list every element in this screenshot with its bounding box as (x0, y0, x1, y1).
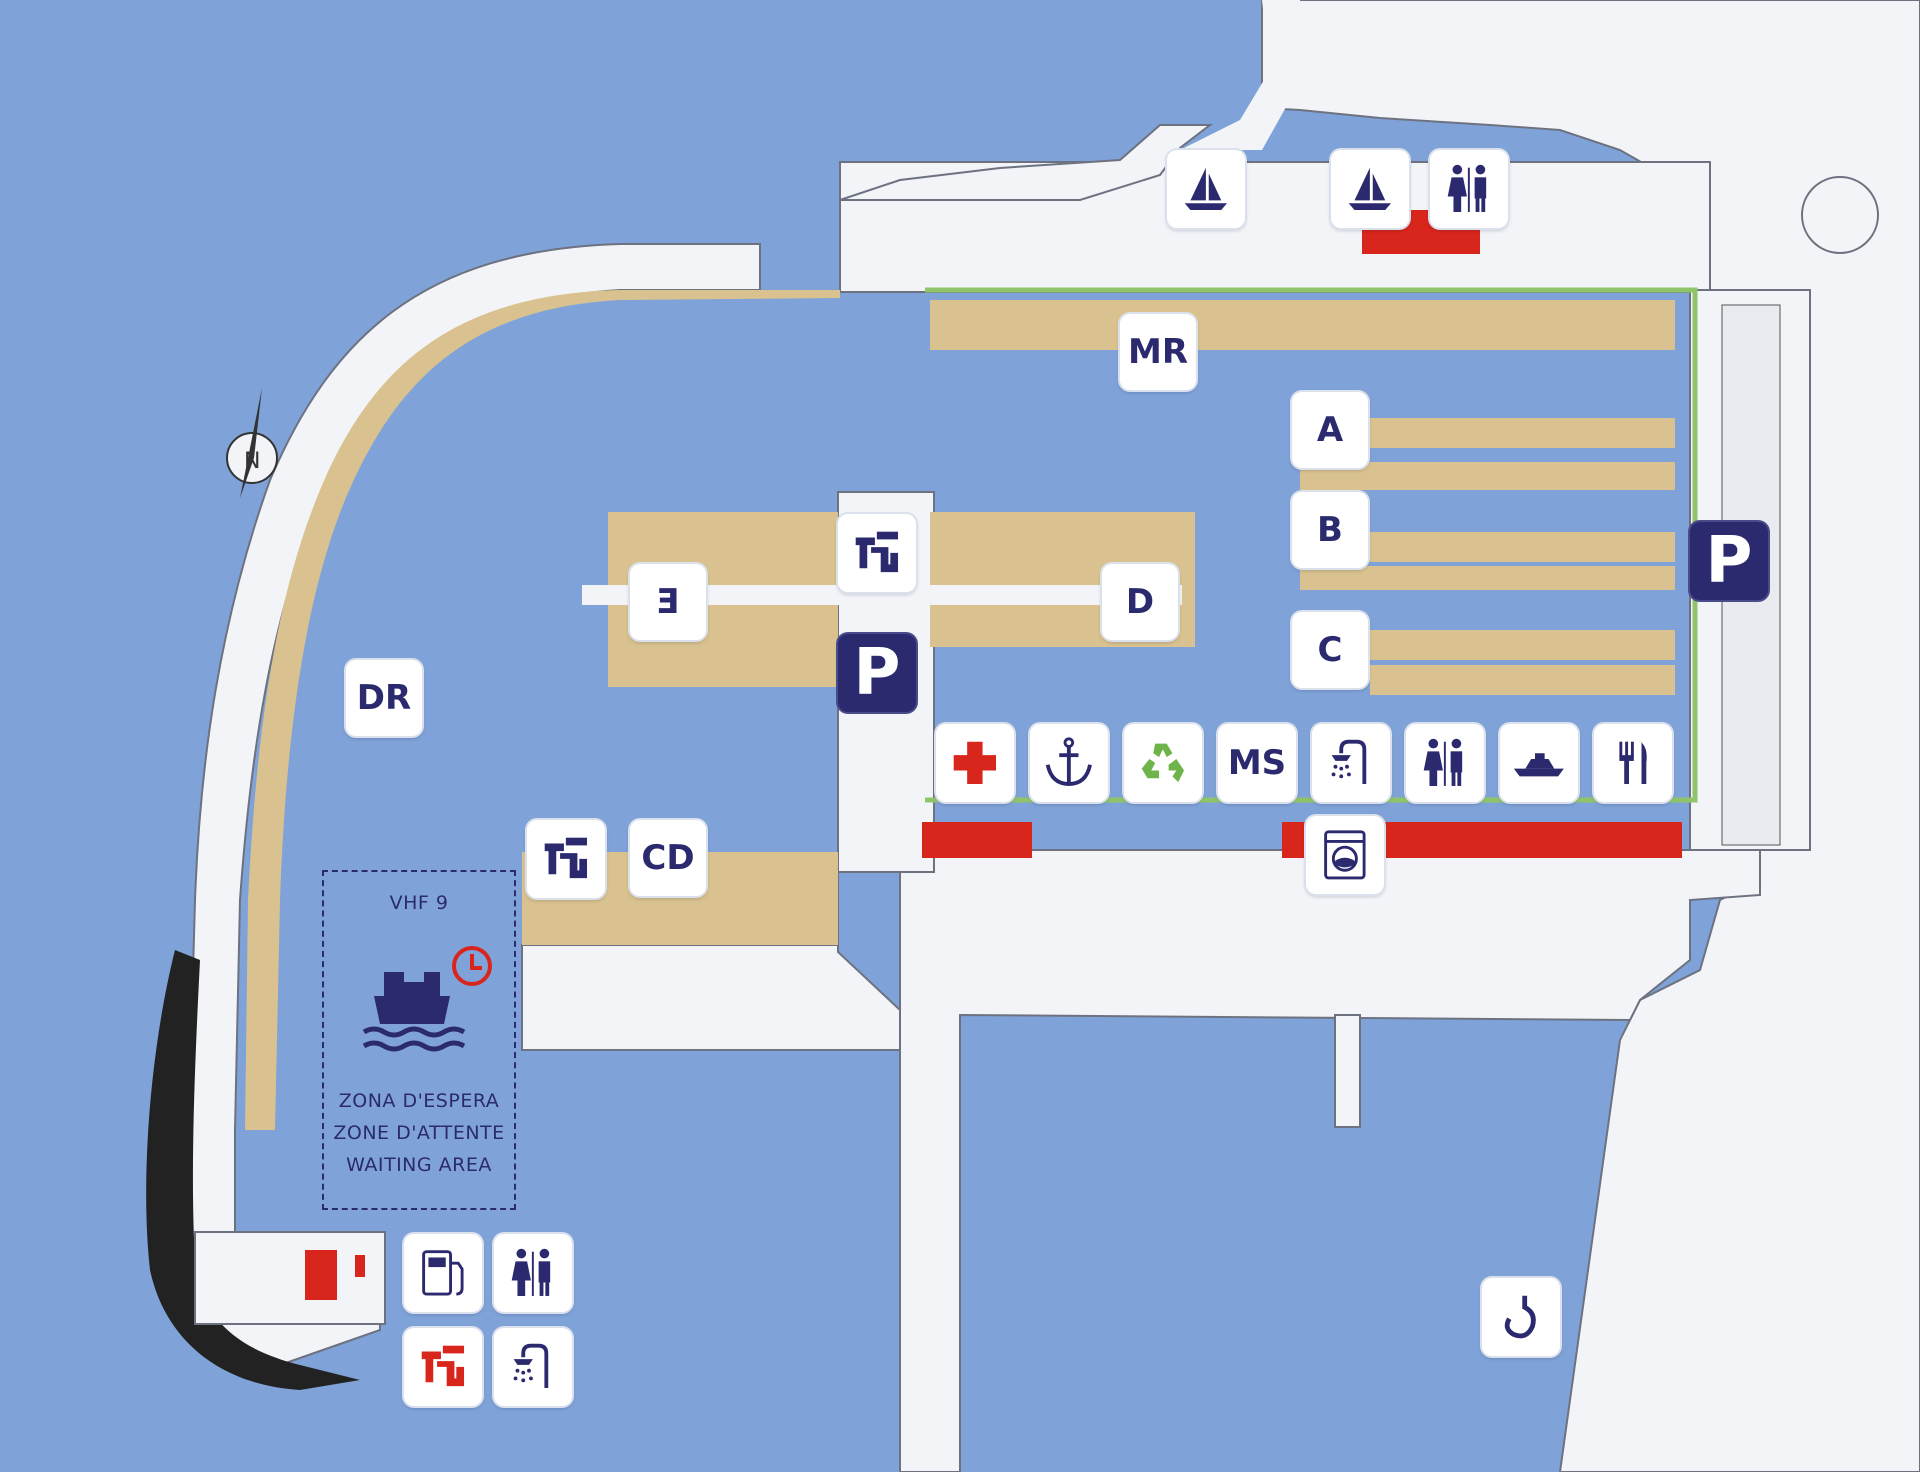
marina-services-label: MS (1218, 724, 1296, 802)
pontoon-c-north (1370, 630, 1675, 660)
sailboat-icon (1167, 150, 1245, 228)
anchor-icon (1030, 724, 1108, 802)
motorboat-icon (1500, 724, 1578, 802)
ship-icon (362, 972, 466, 1052)
de-walkway (582, 585, 1182, 605)
mr-berths (930, 300, 1675, 350)
waiting-line-1: ZONA D'ESPERA (338, 1090, 500, 1112)
north-jetty (839, 124, 1213, 201)
compass-rose: N (226, 388, 278, 498)
berth-label-d: D (1102, 564, 1178, 640)
laundry-icon (1306, 816, 1384, 894)
berth-label-mr: MR (1120, 314, 1196, 390)
first-aid-icon (936, 724, 1014, 802)
waiting-line-3: WAITING AREA (346, 1154, 492, 1176)
pontoon-b-north (1370, 532, 1675, 562)
south-mole (1334, 1014, 1361, 1128)
pontoon-a-north (1370, 418, 1675, 448)
svg-text:N: N (244, 449, 260, 474)
breakwater-rocks (146, 950, 360, 1390)
breakwater-head (194, 1231, 386, 1325)
shower-icon (494, 1328, 572, 1406)
toilets-icon (1406, 724, 1484, 802)
coast-top (1180, 0, 1300, 150)
sailboat-icon (1331, 150, 1409, 228)
shower-icon (1312, 724, 1390, 802)
pump-out-icon (527, 820, 605, 898)
clock-icon (452, 946, 492, 986)
pump-out-icon (404, 1328, 482, 1406)
berth-label-c: C (1292, 612, 1368, 688)
berth-label-cd: CD (630, 820, 706, 896)
toilets-icon (494, 1234, 572, 1312)
roundabout (1801, 176, 1879, 254)
toilets-icon (1430, 150, 1508, 228)
fuel-pump-icon (404, 1234, 482, 1312)
waiting-line-2: ZONE D'ATTENTE (333, 1122, 505, 1144)
pump-out-icon (838, 514, 916, 592)
restaurant-icon (1594, 724, 1672, 802)
vhf-channel: VHF 9 (389, 892, 449, 914)
pontoon-b (1300, 566, 1675, 590)
south-quay (899, 849, 1761, 1472)
waiting-area: VHF 9 ZONA D'ESPERA ZONE D'ATTENTE WAITI… (322, 870, 516, 1210)
parking-central: P (838, 634, 916, 712)
south-building-left (922, 822, 1032, 858)
pontoon-c (1370, 665, 1675, 695)
berth-label-e: E (630, 564, 706, 640)
berth-label-a: A (1292, 392, 1368, 468)
berth-label-dr: DR (346, 660, 422, 736)
recycling-icon (1124, 724, 1202, 802)
parking-east: P (1690, 522, 1768, 600)
crane-hook-icon (1482, 1278, 1560, 1356)
fuel-station-building (305, 1250, 337, 1300)
berth-label-b: B (1292, 492, 1368, 568)
